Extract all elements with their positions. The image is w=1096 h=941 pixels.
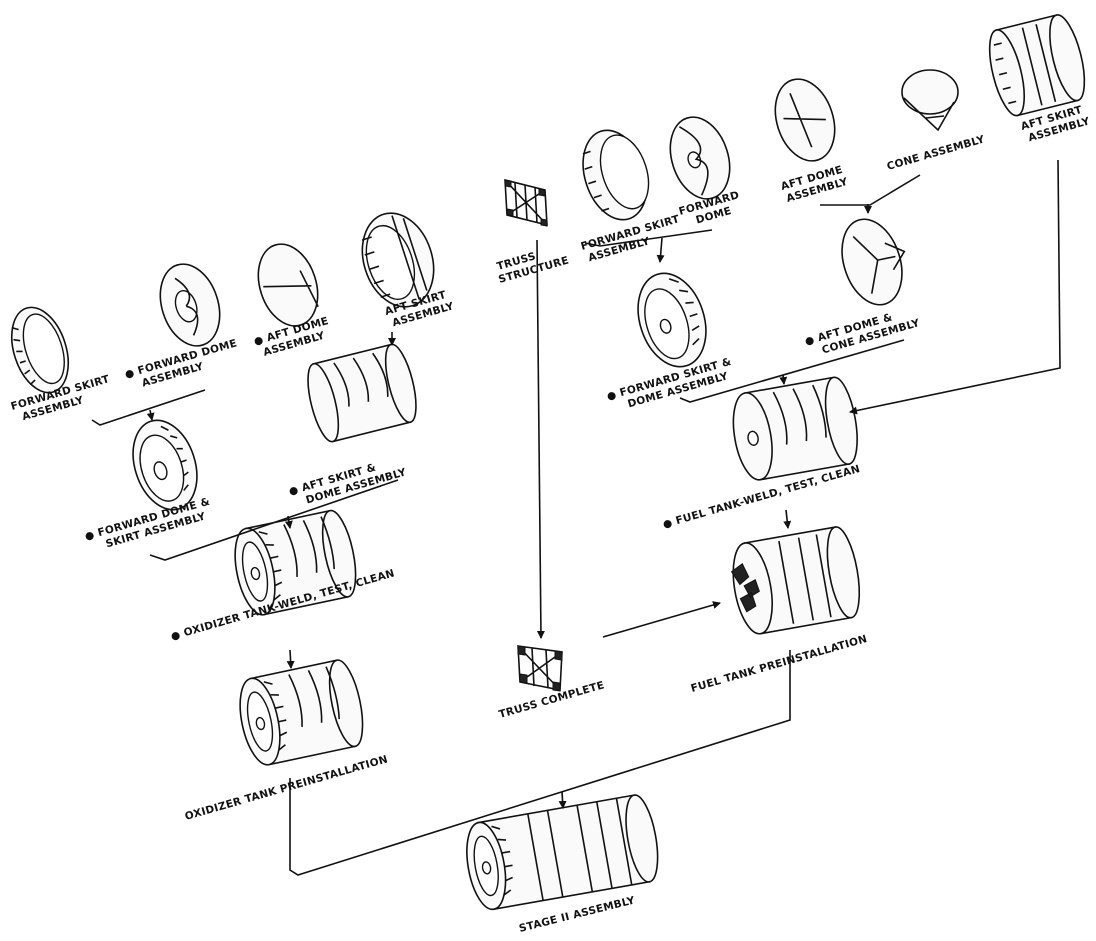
aft-skirt-and-dome-icon [302, 342, 422, 445]
fuel-aft-dome-label: AFT DOMEASSEMBLY [780, 163, 850, 205]
truss-complete-label: TRUSS COMPLETE [498, 679, 606, 721]
truss-complete-icon [518, 646, 562, 691]
fuel-forward-skirt-icon [572, 121, 659, 228]
cone-assembly-icon [902, 70, 958, 130]
fuel-forward-skirt-label: FORWARD SKIRTASSEMBLY [580, 213, 686, 265]
forward-dome-label: ● FORWARD DOMEASSEMBLY [124, 337, 243, 393]
truss-structure-label: TRUSSSTRUCTURE [494, 242, 571, 286]
fuel-tank-preinstallation-icon [727, 525, 865, 637]
aft-skirt-dome-label: ● AFT SKIRT &DOME ASSEMBLY [288, 454, 408, 511]
fuel-forward-skirt-and-dome-icon [627, 264, 718, 375]
fuel-aft-skirt-icon [983, 12, 1092, 119]
cone-assembly-label: CONE ASSEMBLY [886, 133, 987, 172]
connector-lines [92, 160, 1060, 875]
fuel-aft-dome-icon [765, 71, 844, 168]
fuel-preinstallation-label: FUEL TANK PREINSTALLATION [690, 633, 869, 695]
oxidizer-tank-preinstallation-icon [233, 657, 369, 768]
oxidizer-preinstallation-label: OXIDIZER TANK PREINSTALLATION [184, 753, 390, 823]
forward-dome-icon [150, 256, 229, 353]
forward-dome-skirt-label: ● FORWARD DOME &SKIRT ASSEMBLY [84, 496, 215, 556]
truss-structure-icon [505, 180, 547, 226]
aft-dome-and-cone-icon [832, 210, 918, 313]
